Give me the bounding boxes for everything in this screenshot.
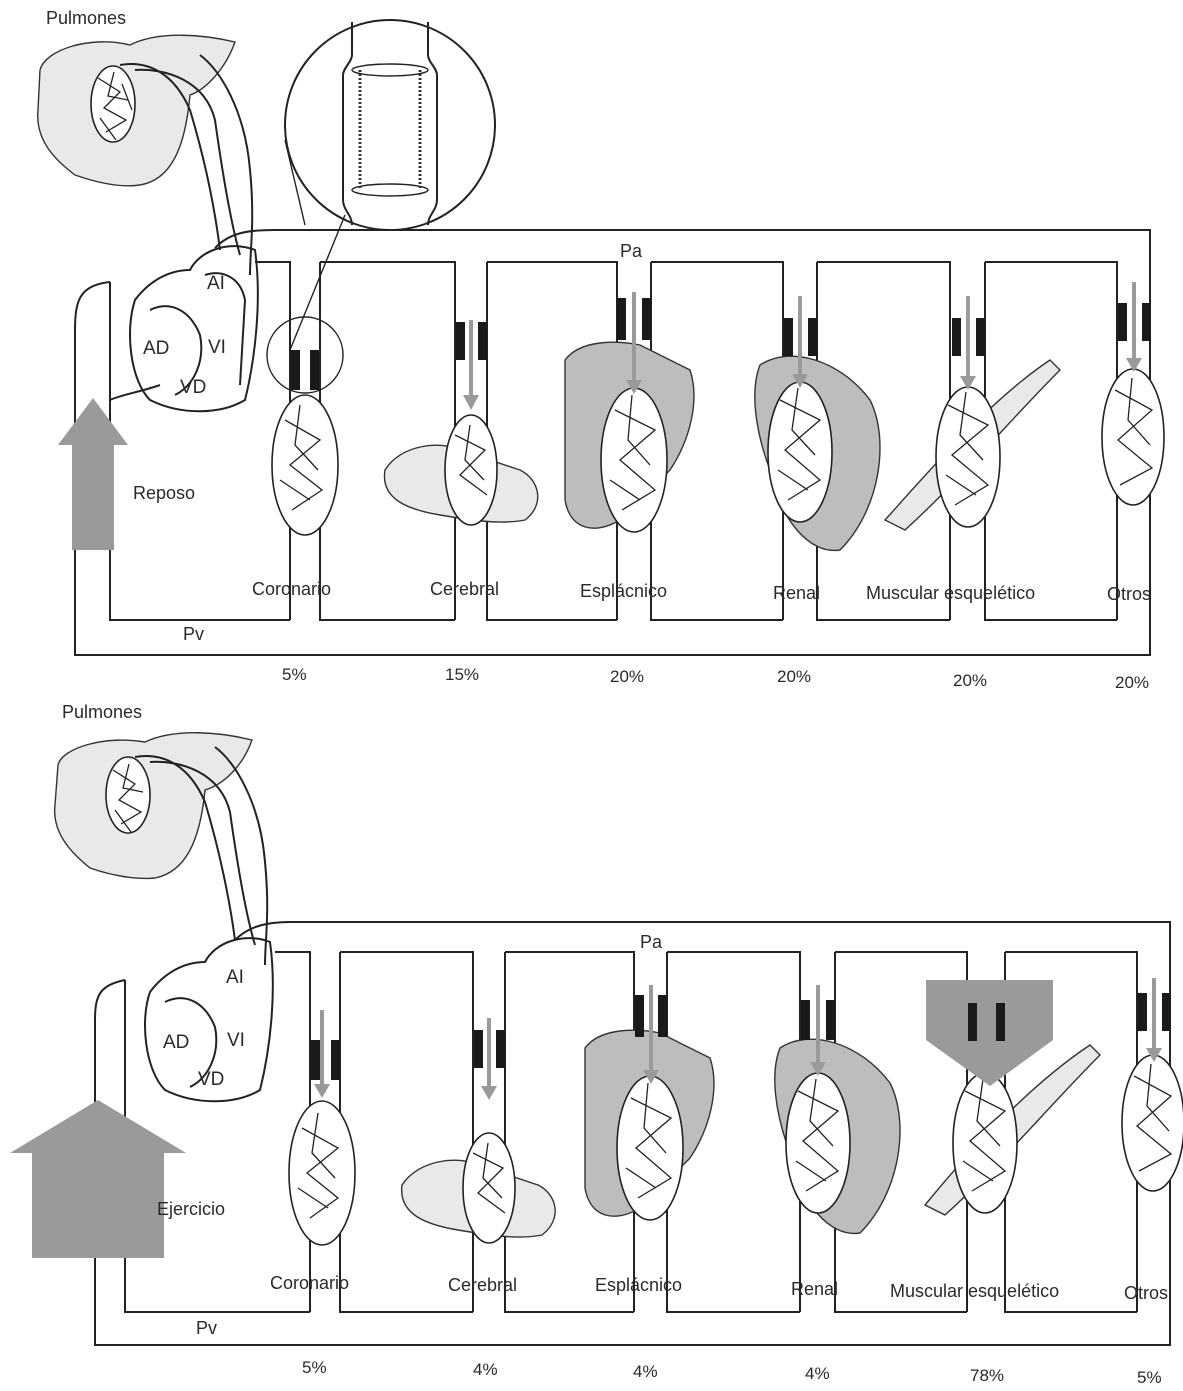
heart-label-vd: VD [198, 1069, 224, 1090]
pa-label: Pa [620, 241, 643, 261]
heart-label-ad: AD [143, 338, 169, 359]
bed-label-muscle: Muscular esquelético [866, 583, 1035, 603]
capillary-bed-splanchnic [617, 1076, 683, 1220]
lungs-label: Pulmones [46, 8, 126, 28]
muscle-flow-arrow [926, 980, 1053, 1086]
bed-label-coronary: Coronario [270, 1273, 349, 1293]
capillary-bed-renal [768, 382, 832, 522]
resistance-valves-rest [291, 298, 1151, 390]
panel-rest: Pulmones AI VI AD VD [38, 8, 1164, 692]
bed-label-renal: Renal [773, 583, 820, 603]
bed-percent-muscle: 20% [953, 671, 987, 690]
cardiac-output-arrow-exercise [10, 1100, 186, 1258]
bed-label-other: Otros [1107, 584, 1151, 604]
bed-label-other: Otros [1124, 1283, 1168, 1303]
cardiac-output-arrow-rest [58, 398, 128, 550]
capillary-bed-cerebral [445, 415, 497, 525]
bed-label-splanchnic: Esplácnico [580, 581, 667, 601]
bed-label-coronary: Coronario [252, 579, 331, 599]
heart-label-vi: VI [227, 1030, 245, 1051]
capillary-bed-coronary [272, 395, 338, 535]
capillary-bed-other [1102, 369, 1164, 505]
bed-percent-splanchnic: 4% [633, 1362, 658, 1381]
heart-label-ai: AI [226, 967, 244, 988]
state-label: Ejercicio [157, 1199, 225, 1219]
capillary-bed-other [1122, 1055, 1183, 1191]
heart-label-ai: AI [207, 273, 225, 294]
bed-label-muscle: Muscular esquelético [890, 1281, 1059, 1301]
bed-percent-coronary: 5% [282, 665, 307, 684]
capillary-bed-cerebral [463, 1133, 515, 1243]
bed-label-cerebral: Cerebral [448, 1275, 517, 1295]
bed-percent-other: 5% [1137, 1368, 1162, 1387]
heart-label-ad: AD [163, 1032, 189, 1053]
lungs-label: Pulmones [62, 702, 142, 722]
capillary-bed-muscle [953, 1073, 1017, 1213]
capillary-bed-splanchnic [601, 388, 667, 532]
pa-label: Pa [640, 932, 663, 952]
bed-percent-muscle: 78% [970, 1366, 1004, 1385]
bed-percent-cerebral: 4% [473, 1360, 498, 1379]
heart-label-vi: VI [208, 337, 226, 358]
bed-percent-cerebral: 15% [445, 665, 479, 684]
bed-percent-renal: 4% [805, 1364, 830, 1383]
bed-percentages-exercise: 5% 4% 4% 4% 78% 5% [302, 1358, 1162, 1387]
capillary-bed-renal [786, 1073, 850, 1213]
bed-percent-renal: 20% [777, 667, 811, 686]
bed-percent-splanchnic: 20% [610, 667, 644, 686]
pv-label: Pv [196, 1318, 217, 1338]
bed-percent-coronary: 5% [302, 1358, 327, 1377]
panel-exercise: Pulmones AI VI AD VD [10, 702, 1183, 1387]
bed-label-cerebral: Cerebral [430, 579, 499, 599]
pv-label: Pv [183, 624, 204, 644]
bed-labels-rest: Coronario Cerebral Esplácnico Renal Musc… [252, 579, 1151, 604]
heart-label-vd: VD [180, 377, 206, 398]
state-label: Reposo [133, 483, 195, 503]
bed-label-splanchnic: Esplácnico [595, 1275, 682, 1295]
bed-percentages-rest: 5% 15% 20% 20% 20% 20% [282, 665, 1149, 692]
bed-label-renal: Renal [791, 1279, 838, 1299]
capillary-bed-muscle [936, 387, 1000, 527]
capillary-bed-coronary [289, 1101, 355, 1245]
bed-labels-exercise: Coronario Cerebral Esplácnico Renal Musc… [270, 1273, 1168, 1303]
bed-percent-other: 20% [1115, 673, 1149, 692]
